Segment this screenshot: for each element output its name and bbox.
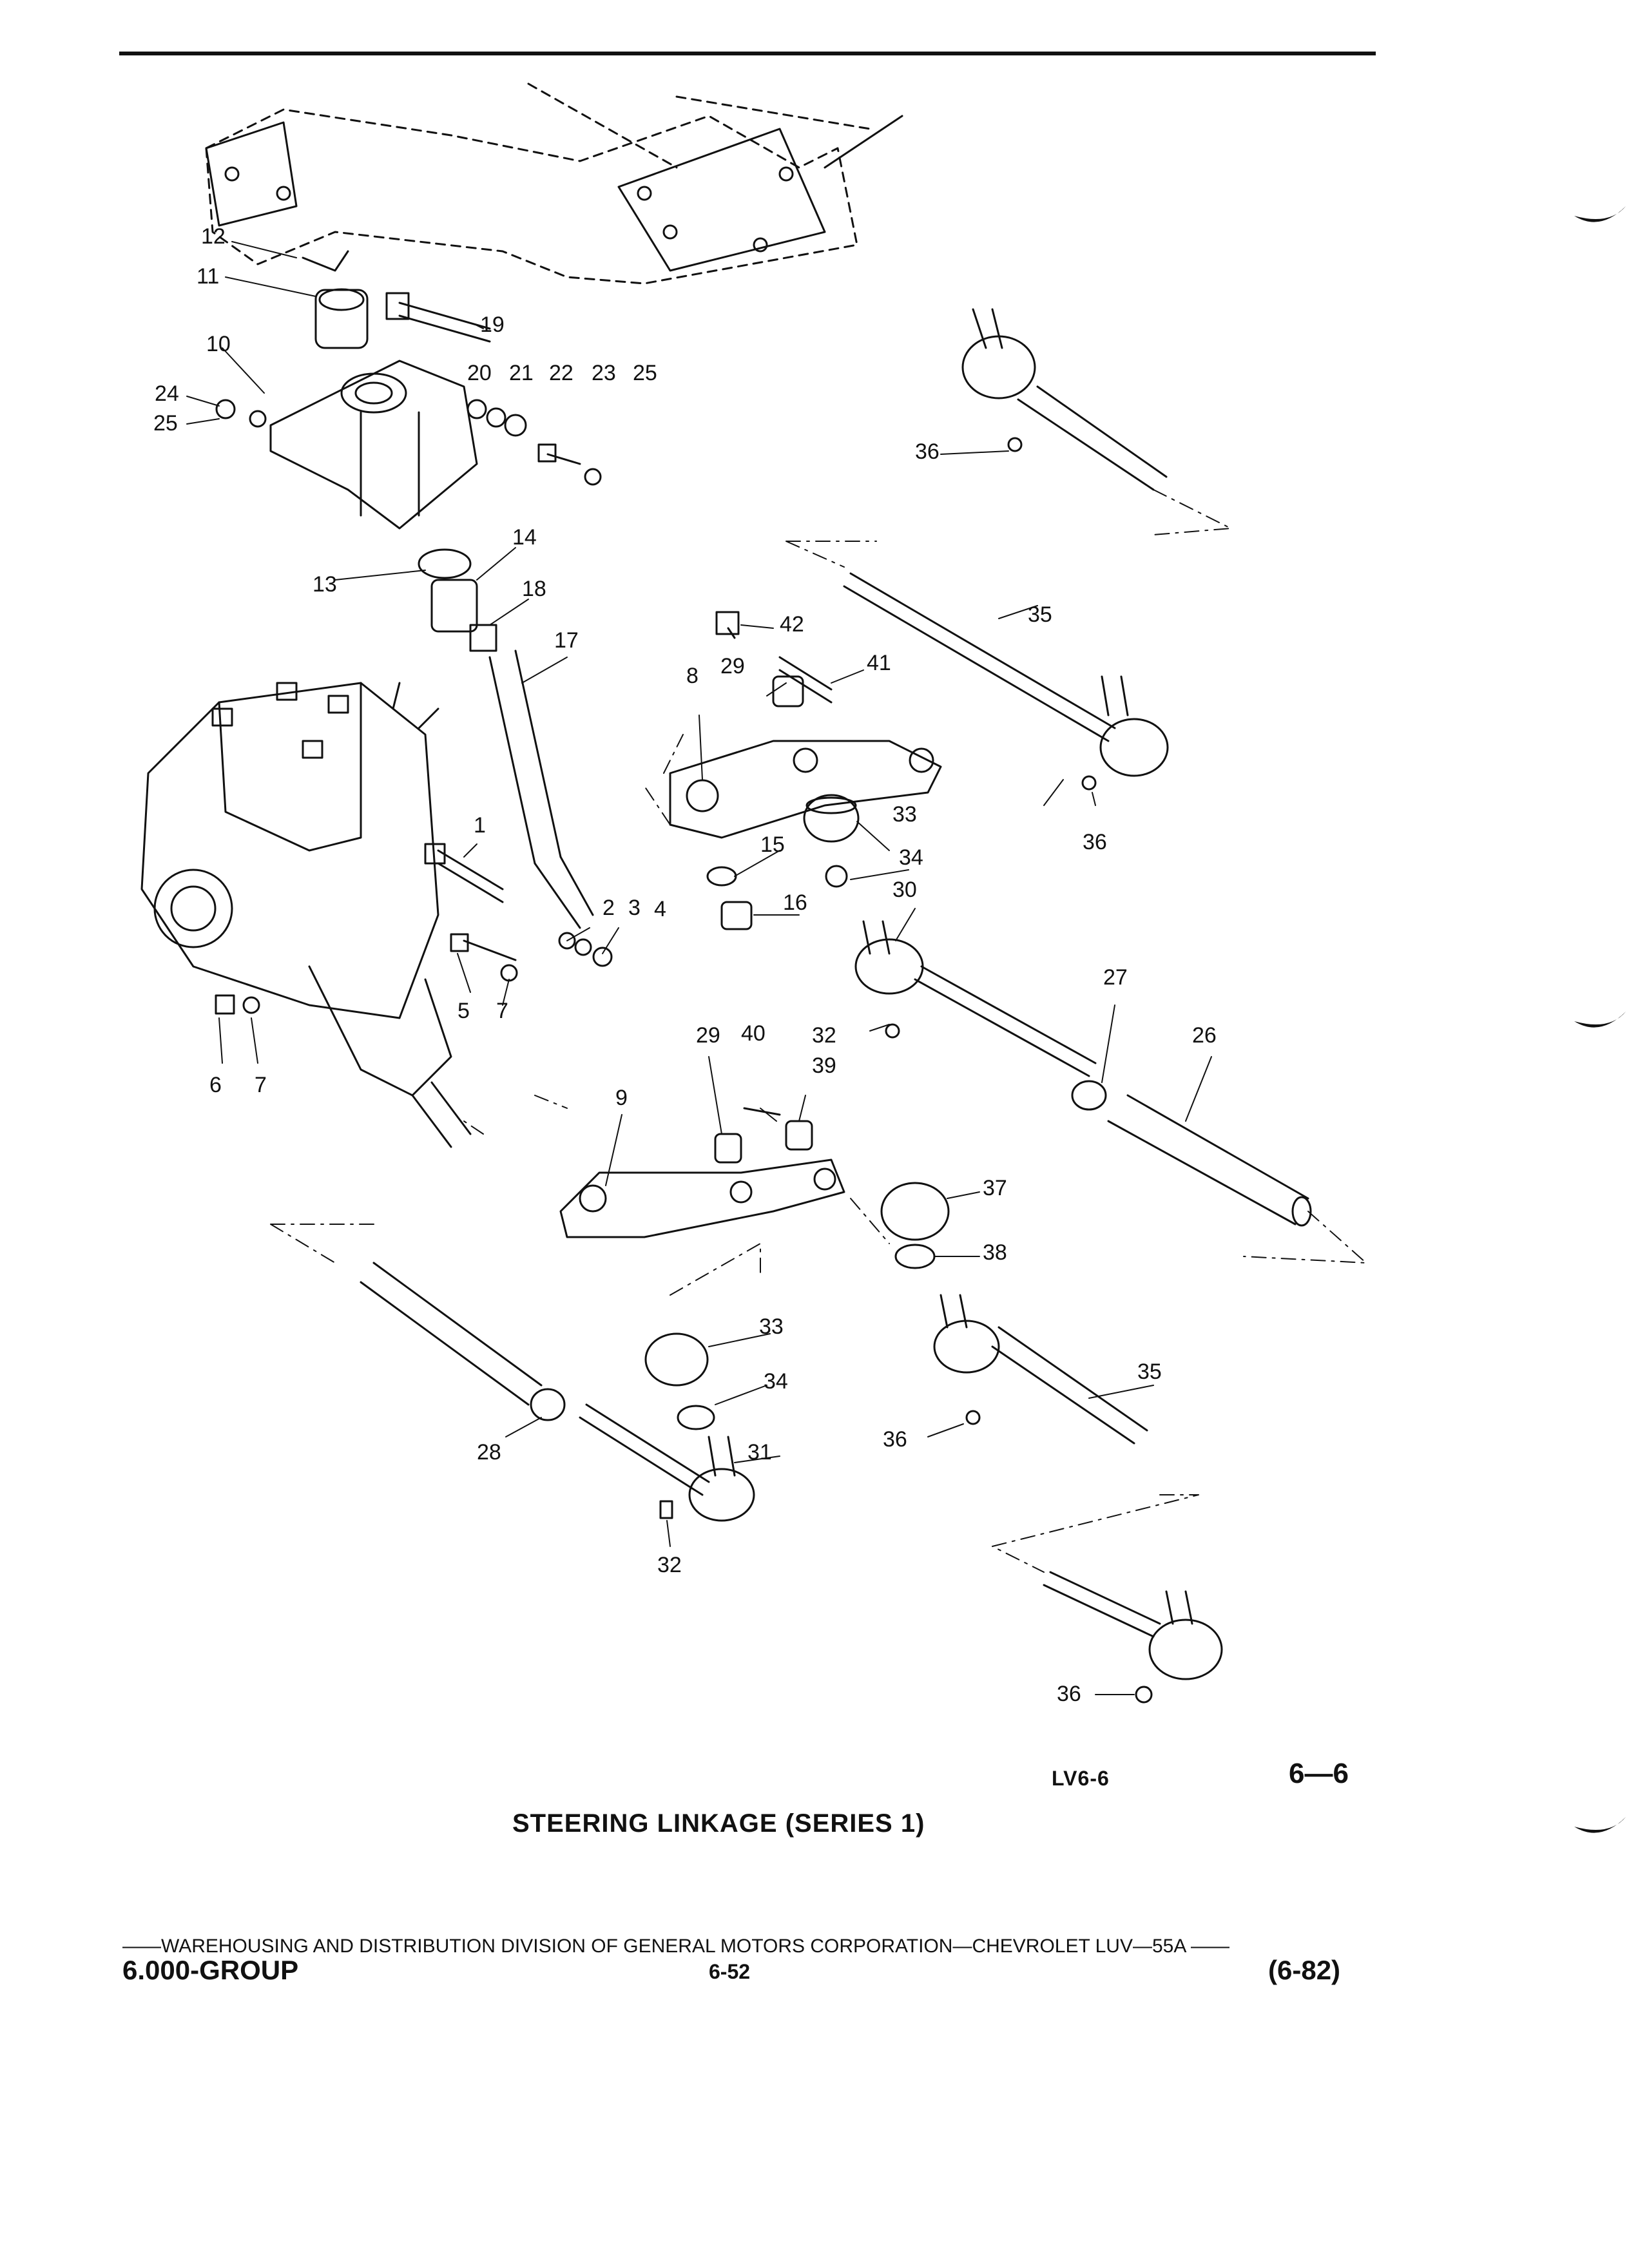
callout: 38 (983, 1240, 1007, 1265)
footer-page-number: 6-52 (709, 1960, 751, 1983)
callout: 7 (255, 1073, 267, 1097)
callout: 34 (764, 1369, 788, 1394)
assembly-lines (270, 489, 1367, 1573)
callout: 32 (812, 1023, 836, 1048)
callout: 42 (780, 612, 804, 637)
dust-boot-lower (644, 1332, 715, 1430)
callout: 34 (899, 845, 923, 870)
callout: 31 (747, 1440, 772, 1465)
callout: 36 (883, 1427, 907, 1452)
footer-revision-date: (6-82) (1268, 1955, 1341, 1985)
dust-boot-37 (880, 1182, 950, 1269)
callout: 17 (554, 628, 579, 653)
callout: 40 (741, 1021, 766, 1046)
idler-bushing (302, 250, 369, 349)
frame-rail-solid (205, 115, 903, 272)
callout: 11 (197, 264, 219, 289)
top-rule (119, 52, 1376, 55)
callout: 28 (477, 1440, 501, 1465)
callout: 2 (602, 896, 615, 920)
gear-bolts (215, 843, 613, 1015)
callout: 23 (592, 361, 616, 385)
callout: 12 (201, 224, 226, 249)
callout: 19 (480, 312, 505, 337)
callout: 35 (1028, 602, 1052, 627)
relay-rod (559, 1107, 845, 1238)
tie-rod-end-30 (854, 920, 1097, 1077)
figure-id: LV6-6 (1052, 1767, 1110, 1790)
callout: 35 (1137, 1360, 1162, 1384)
adjusting-sleeve (1071, 1080, 1312, 1227)
idler-arm-bracket (269, 360, 478, 530)
callout: 29 (720, 654, 745, 678)
callout: 22 (549, 361, 574, 385)
callout: 14 (512, 525, 537, 550)
callout: 36 (915, 439, 940, 464)
callout: 3 (628, 896, 641, 920)
callout: 4 (654, 897, 666, 921)
callout: 7 (496, 999, 508, 1023)
tie-rod-upper (843, 572, 1169, 791)
callout: 5 (458, 999, 470, 1023)
binding-hole-mark (1574, 1817, 1626, 1833)
callout: 16 (783, 890, 807, 915)
callout: 25 (153, 411, 178, 436)
footer-publisher-line: ——WAREHOUSING AND DISTRIBUTION DIVISION … (122, 1936, 1230, 1957)
figure-caption: STEERING LINKAGE (SERIES 1) (512, 1809, 925, 1838)
dust-boot-upper (803, 794, 860, 888)
callout: 13 (313, 572, 337, 597)
callout: 36 (1083, 830, 1107, 854)
callout: 20 (467, 361, 492, 385)
callout: 15 (760, 832, 785, 857)
washer-set-20-25 (215, 399, 602, 486)
callout: 41 (867, 651, 891, 675)
page-reference: 6—6 (1289, 1758, 1349, 1789)
callout: 32 (657, 1553, 682, 1577)
tie-rod-lower (933, 1294, 1148, 1445)
callout: 33 (892, 802, 917, 827)
bolt-19 (385, 292, 491, 343)
callout: 39 (812, 1053, 836, 1078)
callout-labels: 1 2 3 4 5 6 7 7 8 9 10 11 12 13 14 15 16… (153, 224, 1217, 1706)
callout: 1 (474, 813, 486, 838)
binding-hole-mark (1574, 1012, 1626, 1028)
callout: 33 (759, 1314, 784, 1339)
tie-rod-end-upper-right (961, 308, 1168, 491)
callout: 6 (209, 1073, 222, 1097)
callout: 24 (155, 381, 179, 406)
leader-lines (186, 241, 1212, 1695)
callout: 9 (615, 1086, 628, 1110)
callout: 21 (509, 361, 534, 385)
callout: 10 (206, 332, 231, 356)
callout: 8 (686, 664, 699, 688)
binding-hole-mark (1574, 206, 1626, 222)
callout: 25 (633, 361, 657, 385)
footer-group-number: 6.000-GROUP (122, 1955, 299, 1985)
tie-rod-end-lower-right (1043, 1571, 1223, 1704)
idler-shaft (418, 548, 594, 929)
callout: 37 (983, 1176, 1007, 1200)
callout: 30 (892, 878, 917, 902)
steering-gear-box (140, 682, 472, 1148)
callout: 29 (696, 1023, 720, 1048)
callout: 27 (1103, 965, 1128, 990)
frame-rail (205, 82, 871, 285)
callout: 36 (1057, 1682, 1081, 1706)
lower-left-sleeve (360, 1262, 755, 1522)
callout: 18 (522, 577, 546, 601)
callout: 26 (1192, 1023, 1217, 1048)
